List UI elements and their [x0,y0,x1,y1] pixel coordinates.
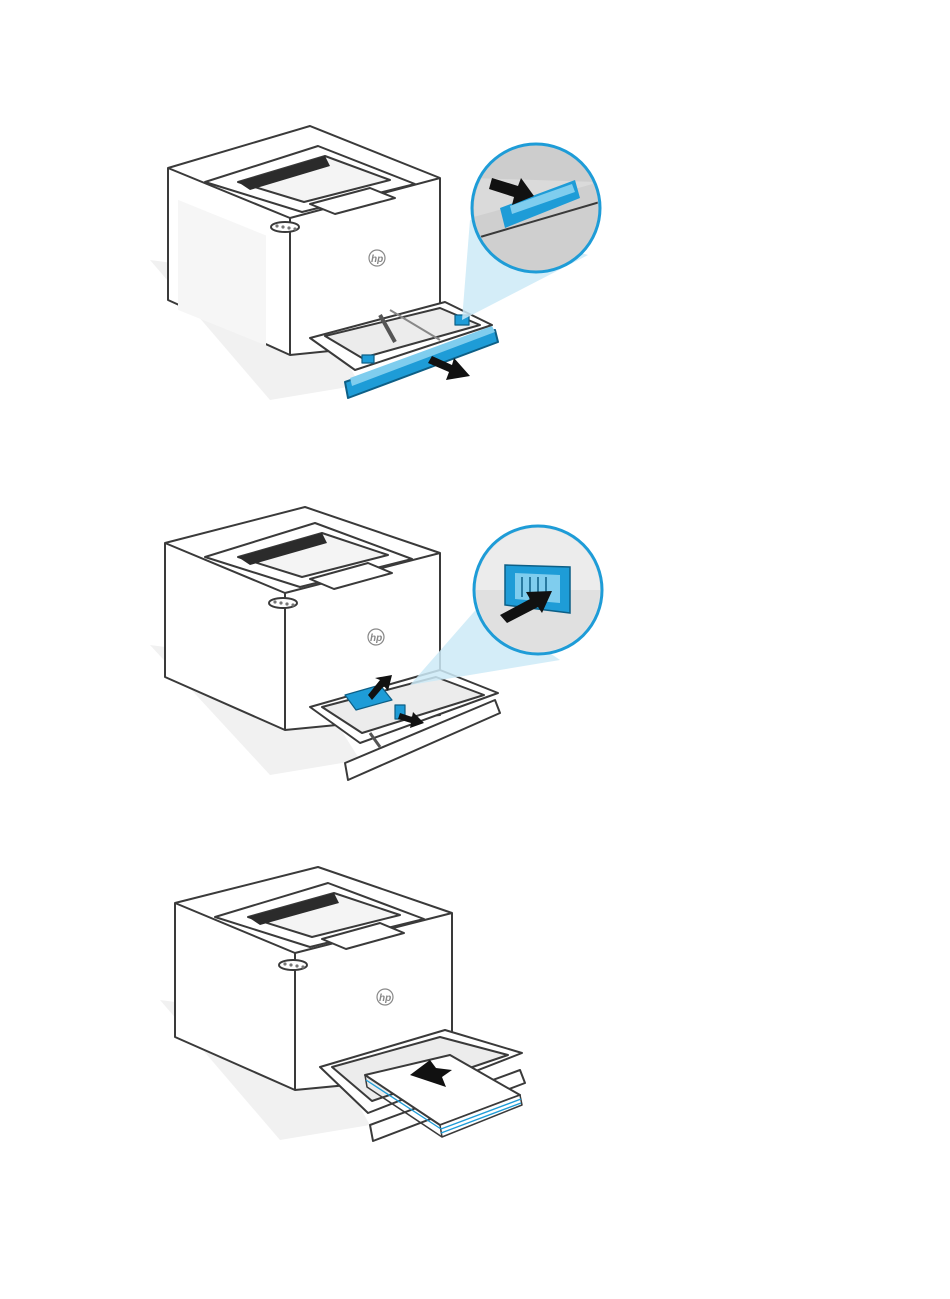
step-open-tray: hp [0,110,950,420]
zoom-callout-icon [474,525,604,655]
step-load-paper: hp [0,855,950,1175]
step-2-illustration: hp [0,495,950,805]
hp-logo-text: hp [379,993,391,1004]
step-3-illustration: hp [0,855,950,1175]
hp-logo-text: hp [370,633,382,644]
step-1-illustration: hp [0,110,950,420]
step-adjust-guides: hp [0,495,950,805]
hp-logo-text: hp [371,254,383,265]
